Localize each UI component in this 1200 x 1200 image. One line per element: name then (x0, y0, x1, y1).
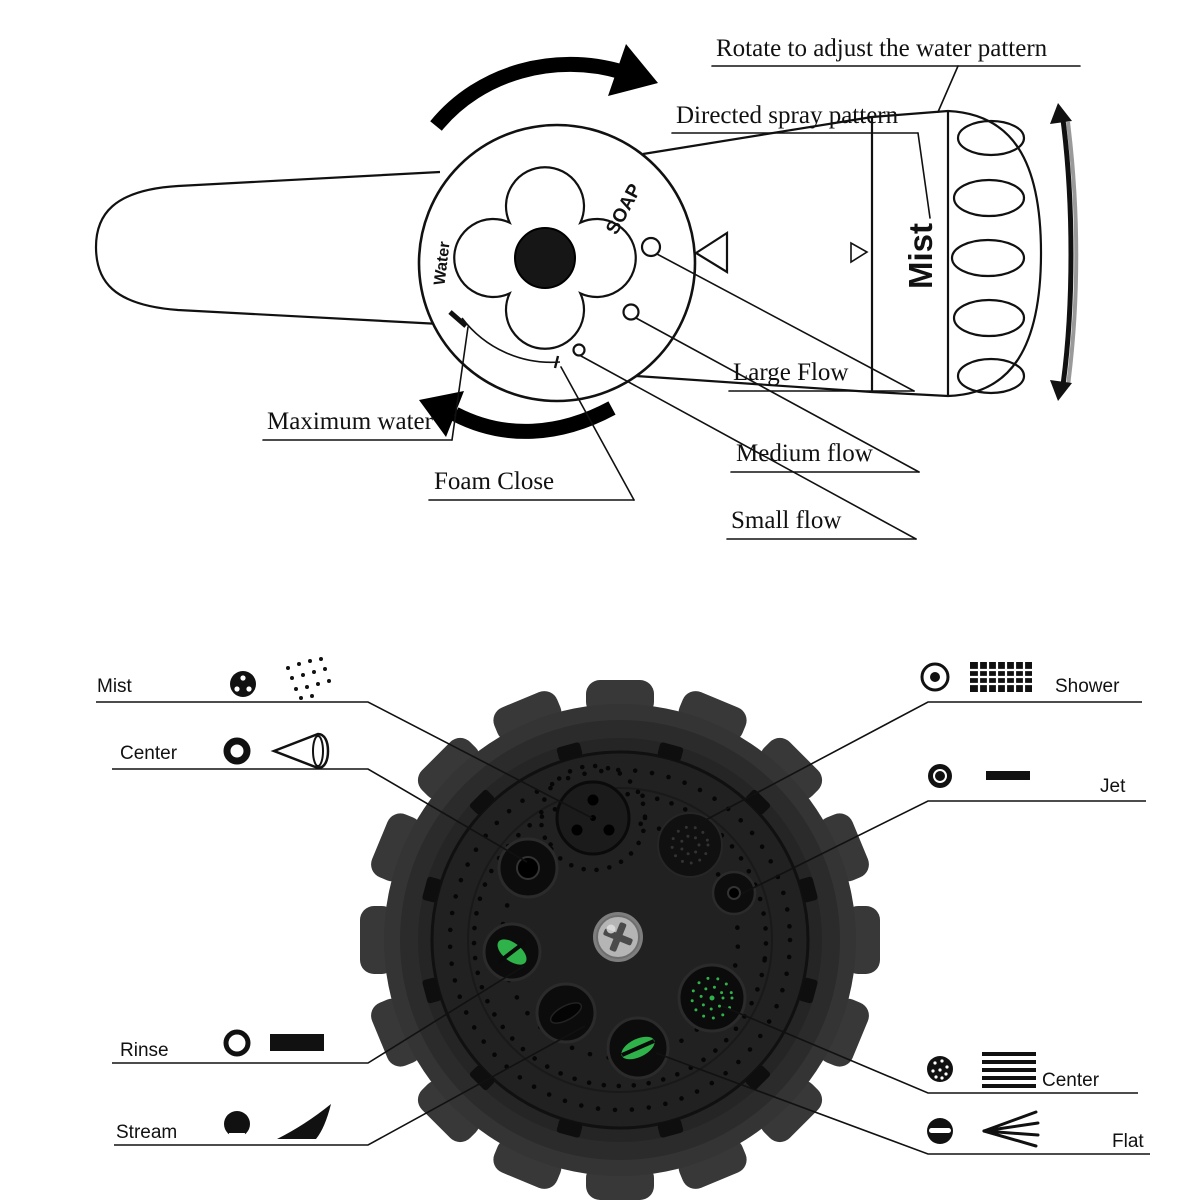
callout-medium-flow: Medium flow (635, 317, 920, 473)
top-callouts: Rotate to adjust the water pattern Direc… (262, 35, 1081, 540)
handle-outline (94, 170, 441, 326)
callout-flat-label: Flat (1112, 1131, 1144, 1152)
callout-maximum-water-label: Maximum water (267, 408, 434, 435)
dial-knob-clover (453, 166, 637, 350)
thin-ring-icon (223, 1029, 251, 1057)
face-rim-slots (422, 742, 818, 1138)
water-marking: Water (431, 241, 453, 287)
grid-icon (970, 662, 1032, 692)
medium-hole (622, 303, 640, 321)
dot-ring-icon (920, 662, 950, 692)
fan-lines-icon (982, 1110, 1040, 1148)
callout-directed: Directed spray pattern (671, 102, 931, 219)
callout-center-right-label: Center (1042, 1070, 1100, 1091)
mist-outlet (555, 780, 631, 856)
callout-center-right: Center (721, 1005, 1138, 1094)
center-outlet-left (497, 837, 559, 899)
nozzle-body: Mist (635, 109, 950, 398)
nozzle-cap (947, 109, 1043, 398)
top-side-view: Mist SOAP (94, 35, 1081, 540)
callout-rotate: Rotate to adjust the water pattern (711, 35, 1081, 113)
selector-dial: SOAP Water (417, 123, 697, 403)
center-outlet-right (677, 963, 747, 1033)
center-screw (593, 912, 643, 962)
callout-foam-close-label: Foam Close (434, 468, 554, 495)
callout-stream-label: Stream (116, 1122, 177, 1143)
shower-hole-pattern (447, 763, 793, 1113)
dial-groove (461, 317, 561, 364)
callout-rotate-label: Rotate to adjust the water pattern (716, 35, 1048, 62)
callout-jet: Jet (740, 764, 1146, 895)
stream-outlet-knob (535, 982, 597, 1044)
flat-outlet-green (606, 1016, 670, 1080)
callout-large-flow-label: Large Flow (733, 359, 849, 386)
callout-medium-flow-label: Medium flow (736, 440, 873, 467)
callout-center-left: Center (112, 732, 528, 863)
callout-small-flow: Small flow (580, 355, 917, 540)
dotted-circle-icon (230, 671, 256, 697)
callout-small-flow-label: Small flow (731, 507, 841, 534)
callout-jet-label: Jet (1100, 776, 1126, 797)
cone-spray-icon (270, 732, 330, 770)
callout-mist: Mist (96, 657, 593, 819)
face-machined-ring (467, 787, 773, 1093)
callout-foam-close: Foam Close (428, 366, 635, 501)
bottom-callouts-right: Shower Jet (655, 662, 1150, 1155)
callout-directed-label: Directed spray pattern (676, 102, 899, 129)
dial-center (514, 227, 576, 289)
max-water-pointer (448, 310, 468, 328)
dash-icon (986, 771, 1030, 780)
small-pointer-icon (850, 241, 869, 264)
speckled-circle-icon (927, 1056, 953, 1082)
ringed-dot-icon (928, 764, 952, 788)
direction-indicator-icon (693, 230, 729, 274)
shower-outlet (657, 812, 723, 878)
bottom-face-view: Mist Center (96, 657, 1150, 1200)
foam-close-tick (553, 355, 560, 369)
cap-rotate-arrow (1050, 103, 1079, 401)
callout-flat: Flat (655, 1052, 1150, 1155)
mist-marking: Mist (902, 223, 939, 289)
callout-center-left-label: Center (120, 743, 178, 764)
callout-stream: Stream (114, 1025, 586, 1146)
callout-shower-label: Shower (1055, 676, 1120, 697)
mist-spray-icon (286, 657, 331, 700)
callout-mist-label: Mist (97, 676, 133, 697)
callout-large-flow: Large Flow (656, 253, 915, 392)
rinse-outlet-green (482, 922, 542, 982)
soap-hole (640, 236, 662, 258)
callout-rinse-label: Rinse (120, 1040, 169, 1061)
hatch-lines-icon (982, 1052, 1036, 1088)
callout-rinse: Rinse (112, 965, 525, 1064)
notched-circle-icon (224, 1111, 250, 1141)
rotate-arrow-top (430, 44, 658, 131)
small-hole (572, 343, 586, 357)
callout-maximum-water: Maximum water (262, 326, 469, 441)
stream-wedge-icon (277, 1104, 331, 1139)
callout-shower: Shower (699, 662, 1142, 824)
bottom-callouts-left: Mist Center (96, 657, 593, 1146)
rotate-arrow-bottom (419, 391, 616, 439)
jet-outlet (711, 870, 757, 916)
solid-bar-icon (270, 1034, 324, 1051)
bold-ring-icon (223, 737, 251, 765)
slit-circle-icon (927, 1118, 953, 1144)
